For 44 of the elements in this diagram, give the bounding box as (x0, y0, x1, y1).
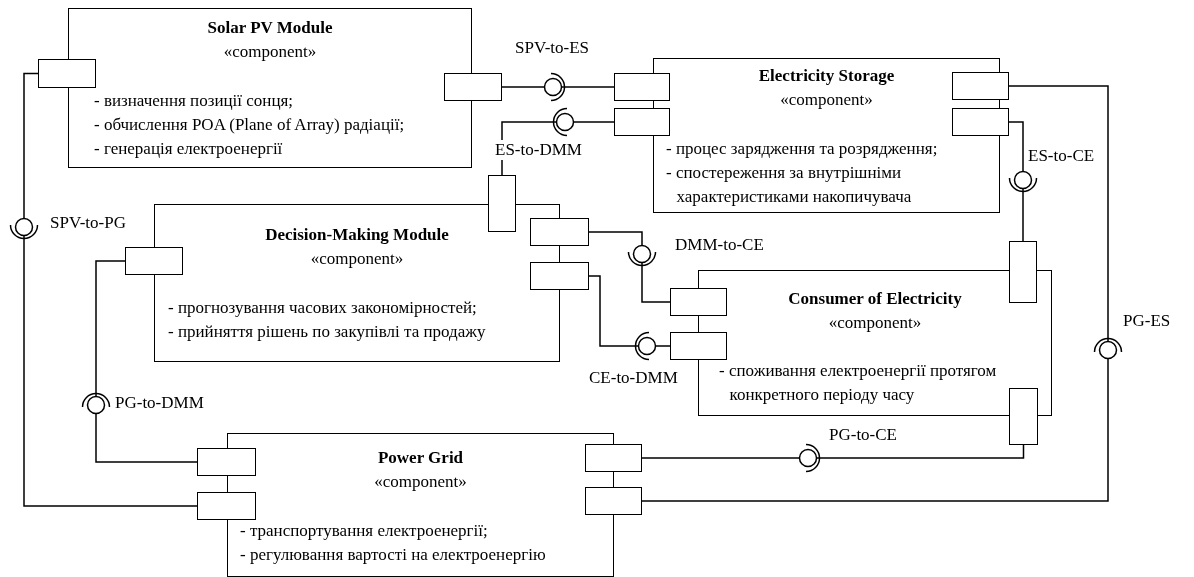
responsibility-item: - регулювання вартості на електроенергію (240, 544, 547, 566)
component-title: Consumer of Electricity (787, 288, 963, 310)
port-box (952, 108, 1009, 136)
component-title: Power Grid (376, 447, 465, 469)
stereotype-label: «component» (827, 312, 923, 334)
responsibility-item: - прийняття рішень по закупівлі та продажу (168, 321, 487, 343)
stereotype-label: «component» (222, 41, 318, 63)
component-box (653, 58, 1000, 213)
port-box (530, 262, 589, 290)
port-box (585, 487, 642, 515)
responsibility-item: - генерація електроенергії (94, 138, 284, 160)
component-box (227, 433, 614, 577)
component-box (154, 204, 560, 362)
port-box (614, 108, 670, 136)
port-box (585, 444, 642, 472)
component-title: Solar PV Module (206, 17, 334, 39)
responsibility-item: - споживання електроенергії протягом конкретного періоду часу (719, 360, 998, 406)
port-box (670, 332, 727, 360)
edge-label: ES-to-DMM (495, 140, 582, 160)
component-box (698, 270, 1052, 416)
stereotype-label: «component» (309, 248, 405, 270)
component-title: Decision-Making Module (264, 224, 450, 246)
port-box (125, 247, 183, 275)
port-box (488, 175, 516, 232)
port-box (1009, 241, 1037, 303)
responsibility-item: - процес зарядження та розрядження; (666, 138, 939, 160)
port-box (444, 73, 502, 101)
responsibility-item: - обчислення POA (Plane of Array) радіації; (94, 114, 406, 136)
responsibility-item: - транспортування електроенергії; (240, 520, 489, 542)
port-box (670, 288, 727, 316)
port-box (614, 73, 670, 101)
port-box (1009, 388, 1038, 445)
responsibility-item: - визначення позиції сонця; (94, 90, 295, 112)
port-box (530, 218, 589, 246)
stereotype-label: «component» (779, 89, 874, 111)
port-box (197, 448, 256, 476)
component-box (68, 8, 472, 168)
port-box (197, 492, 256, 520)
component-title: Electricity Storage (757, 65, 896, 87)
port-box (952, 72, 1009, 100)
responsibility-item: - спостереження за внутрішніми характеристиками накопичувача (666, 162, 913, 208)
responsibility-item: - прогнозування часових закономірностей; (168, 297, 478, 319)
port-box (38, 59, 96, 88)
stereotype-label: «component» (373, 471, 468, 493)
